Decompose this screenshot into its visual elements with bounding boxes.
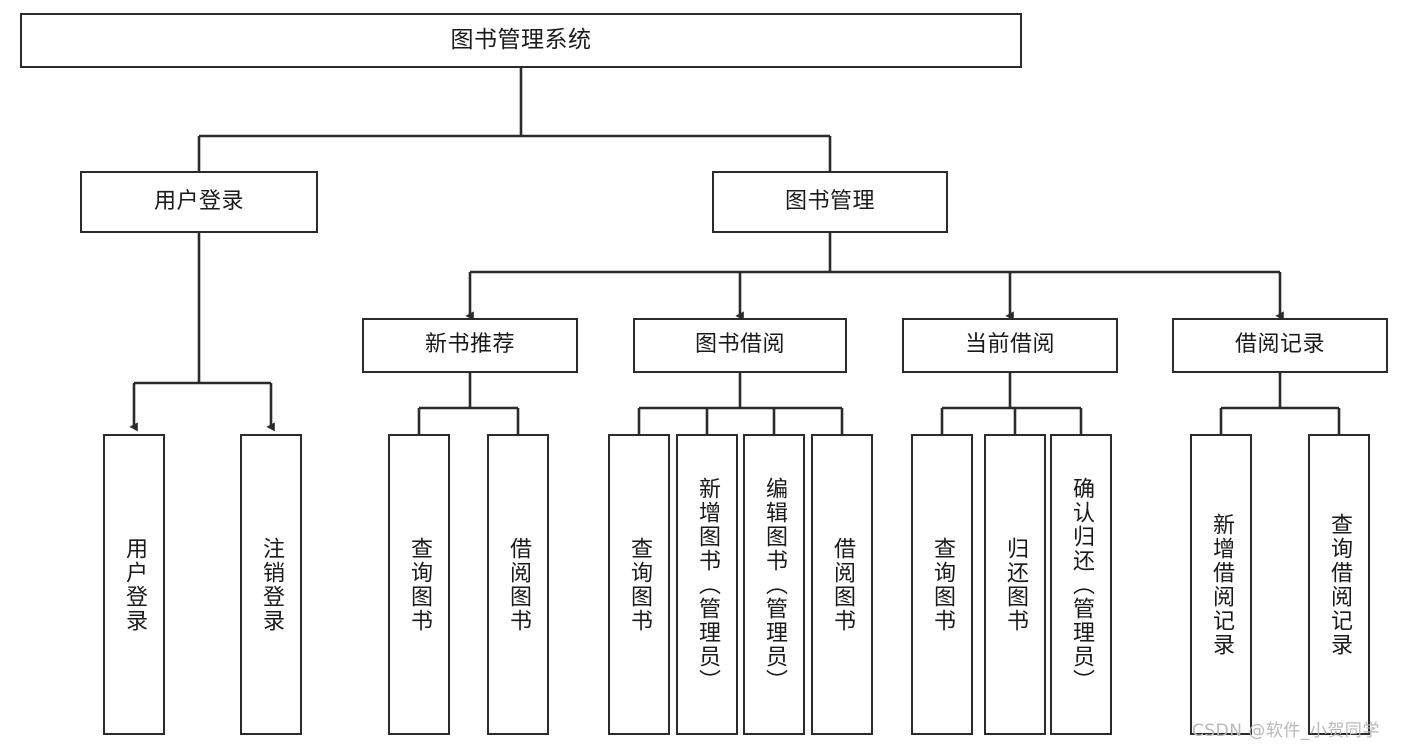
node-root-label: 图书管理系统	[450, 27, 592, 54]
node-leaf-confirm-return-label: 确认归还（管理员）	[1069, 476, 1094, 693]
node-user-login[interactable]: 用户登录	[80, 171, 318, 233]
node-leaf-user-logout[interactable]: 注销登录	[240, 434, 302, 735]
node-leaf-borrow-book-2[interactable]: 借阅图书	[811, 434, 873, 735]
node-leaf-query-book-2-label: 查询图书	[627, 536, 652, 633]
node-leaf-return-book-label: 归还图书	[1003, 536, 1028, 633]
node-borrow-record[interactable]: 借阅记录	[1172, 318, 1388, 373]
node-leaf-user-logout-label: 注销登录	[259, 536, 284, 633]
node-leaf-query-book-2[interactable]: 查询图书	[608, 434, 670, 735]
node-leaf-edit-book-label: 编辑图书（管理员）	[762, 476, 787, 693]
node-leaf-query-book-1[interactable]: 查询图书	[388, 434, 450, 735]
node-leaf-query-record-label: 查询借阅记录	[1327, 512, 1352, 657]
node-leaf-edit-book[interactable]: 编辑图书（管理员）	[743, 434, 805, 735]
node-leaf-user-login[interactable]: 用户登录	[103, 434, 165, 735]
node-leaf-return-book[interactable]: 归还图书	[984, 434, 1046, 735]
node-new-book-recommend[interactable]: 新书推荐	[362, 318, 578, 373]
node-leaf-add-book-label: 新增图书（管理员）	[695, 476, 720, 693]
node-book-borrow[interactable]: 图书借阅	[633, 318, 847, 373]
node-book-borrow-label: 图书借阅	[694, 332, 785, 358]
node-leaf-borrow-book-2-label: 借阅图书	[830, 536, 855, 633]
node-leaf-borrow-book-1[interactable]: 借阅图书	[487, 434, 549, 735]
node-leaf-user-login-label: 用户登录	[122, 536, 147, 633]
node-leaf-query-book-3[interactable]: 查询图书	[911, 434, 973, 735]
node-current-borrow-label: 当前借阅	[964, 332, 1055, 358]
node-book-manage-label: 图书管理	[784, 188, 875, 214]
node-new-book-recommend-label: 新书推荐	[424, 332, 515, 358]
node-root[interactable]: 图书管理系统	[20, 13, 1022, 68]
node-leaf-add-record-label: 新增借阅记录	[1209, 512, 1234, 657]
node-current-borrow[interactable]: 当前借阅	[902, 318, 1118, 373]
node-leaf-add-book[interactable]: 新增图书（管理员）	[676, 434, 738, 735]
node-book-manage[interactable]: 图书管理	[712, 171, 948, 233]
node-leaf-query-record[interactable]: 查询借阅记录	[1308, 434, 1370, 735]
node-leaf-borrow-book-1-label: 借阅图书	[506, 536, 531, 633]
node-user-login-label: 用户登录	[153, 188, 244, 214]
csdn-watermark: CSDN @软件_小贺同学	[1192, 721, 1380, 741]
node-leaf-query-book-1-label: 查询图书	[407, 536, 432, 633]
node-leaf-add-record[interactable]: 新增借阅记录	[1190, 434, 1252, 735]
edges-group	[129, 68, 1343, 457]
node-leaf-query-book-3-label: 查询图书	[930, 536, 955, 633]
node-borrow-record-label: 借阅记录	[1234, 332, 1325, 358]
node-leaf-confirm-return[interactable]: 确认归还（管理员）	[1050, 434, 1112, 735]
